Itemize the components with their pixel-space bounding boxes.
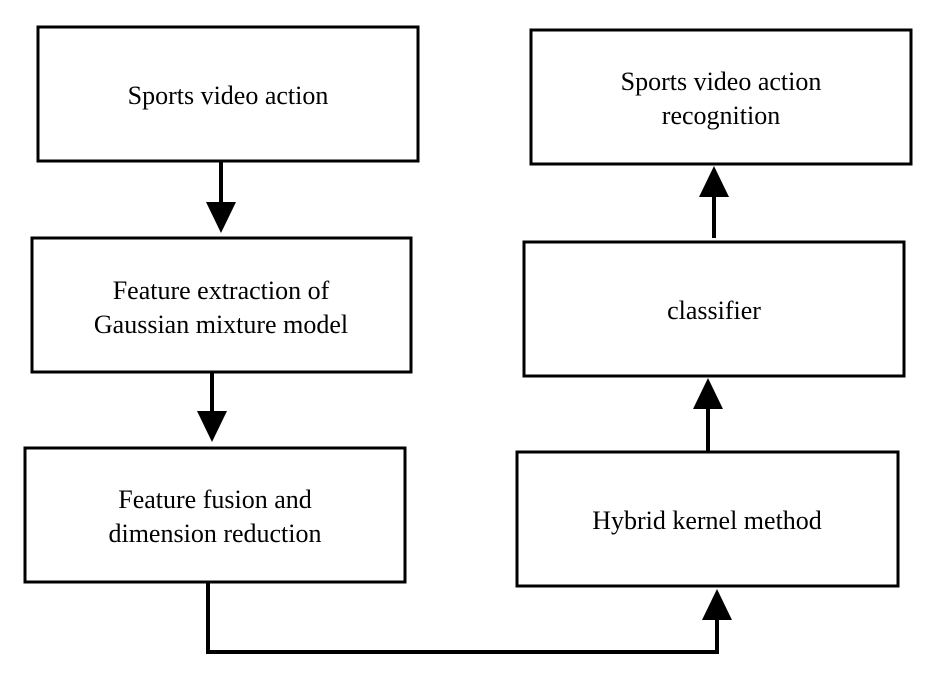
- node-label-line: Hybrid kernel method: [592, 506, 822, 535]
- node-feature-fusion: Feature fusion and dimension reduction: [23, 446, 407, 584]
- node-label-line: Feature extraction of: [113, 276, 330, 305]
- node-label-line: Sports video action: [621, 67, 822, 96]
- svg-text:Feature fusion and: Feature fusion and: [118, 485, 312, 514]
- node-label-line: classifier: [667, 296, 761, 325]
- node-label-line: Gaussian mixture model: [94, 310, 348, 339]
- node-recognition: Sports video action recognition: [529, 28, 913, 166]
- edge-fusion-to-hybrid: [206, 582, 732, 654]
- node-label-line: Sports video action: [128, 81, 329, 110]
- svg-text:Hybrid kernel method: Hybrid kernel method: [592, 506, 822, 535]
- edge-extraction-to-fusion: [197, 372, 227, 442]
- edge-action-to-extraction: [206, 161, 236, 233]
- svg-text:classifier: classifier: [667, 296, 761, 325]
- node-feature-extraction: Feature extraction of Gaussian mixture m…: [30, 236, 413, 374]
- svg-text:Feature extraction of: Feature extraction of: [113, 276, 330, 305]
- node-label-line: Feature fusion and: [118, 485, 312, 514]
- svg-text:recognition: recognition: [662, 101, 780, 130]
- edge-hybrid-to-classifier: [693, 378, 723, 452]
- node-classifier: classifier: [522, 240, 906, 378]
- svg-text:Sports video action: Sports video action: [621, 67, 822, 96]
- node-label-line: recognition: [662, 101, 780, 130]
- edge-classifier-to-recognition: [699, 166, 729, 238]
- svg-text:Gaussian mixture model: Gaussian mixture model: [94, 310, 348, 339]
- node-hybrid-kernel: Hybrid kernel method: [515, 450, 900, 588]
- svg-text:Sports video action: Sports video action: [128, 81, 329, 110]
- node-label-line: dimension reduction: [108, 519, 321, 548]
- svg-text:dimension reduction: dimension reduction: [108, 519, 321, 548]
- node-sports-video-action: Sports video action: [36, 25, 420, 163]
